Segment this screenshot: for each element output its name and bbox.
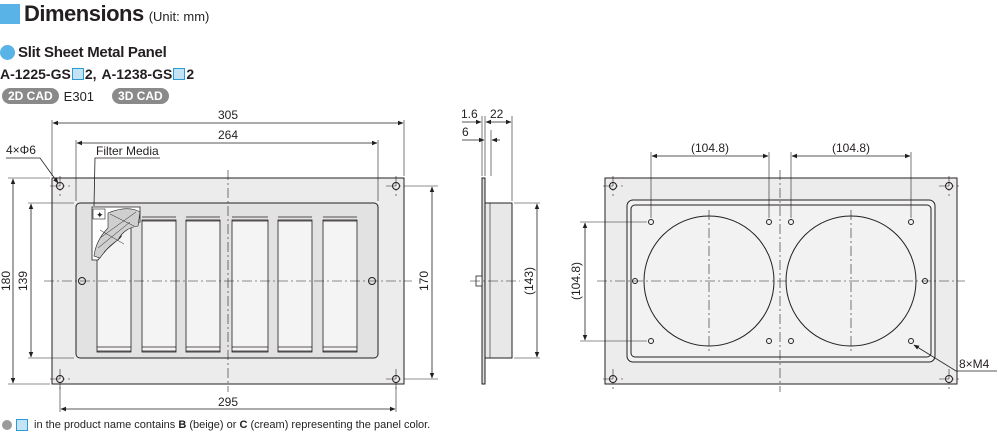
footnote-text-2: (beige) or — [186, 419, 240, 431]
side-dim-c: 6 — [462, 125, 469, 139]
filter-media-cutaway: ✦ — [91, 206, 141, 261]
model-numbers: A-1225-GS 2 , A-1238-GS 2 — [0, 66, 194, 82]
screw-callout: 8×M4 — [959, 357, 990, 371]
model-b-suffix: 2 — [186, 66, 195, 82]
side-body — [484, 202, 513, 359]
model-a-suffix: 2 — [84, 66, 93, 82]
footnote-text-1: in the product name contains — [34, 419, 179, 431]
side-view — [462, 116, 540, 385]
cad-links: 2D CAD E301 3D CAD — [2, 88, 169, 104]
slit-columns — [96, 216, 358, 353]
dim-hole-pitch-bottom: 295 — [218, 395, 238, 409]
cad-code: E301 — [63, 88, 95, 104]
color-code-b: B — [178, 419, 187, 431]
dim-inner-width: 264 — [218, 128, 238, 142]
center-lines — [44, 170, 412, 392]
cad-2d-button[interactable]: 2D CAD — [2, 88, 59, 104]
model-a-prefix: A-1225-GS — [0, 66, 71, 82]
cutout-dim-pitch-vertical: (104.8) — [569, 262, 583, 300]
dim-overall-width: 305 — [218, 108, 238, 122]
extension-lines — [8, 120, 438, 412]
front-view: ✦ — [6, 120, 438, 412]
side-dim-a: 1.6 — [461, 107, 478, 121]
model-separator: , — [92, 66, 97, 82]
side-dim-depth: (143) — [522, 267, 536, 295]
dim-height-right: 170 — [417, 271, 431, 291]
dimension-lines — [6, 120, 435, 412]
hole-callout: 4×Φ6 — [6, 143, 36, 157]
model-b-prefix: A-1238-GS — [101, 66, 173, 82]
page-title: Dimensions — [24, 1, 144, 26]
cutout-dim-pitch-left: (104.8) — [691, 141, 729, 155]
cutout-view — [580, 152, 997, 392]
product-heading: Slit Sheet Metal Panel — [0, 44, 167, 61]
footnote-text-3: (cream) representing the panel color. — [247, 419, 431, 431]
unit-label: (Unit: mm) — [148, 9, 210, 24]
cutout-dim-pitch-right: (104.8) — [832, 141, 870, 155]
section-header: Dimensions (Unit: mm) — [0, 1, 210, 26]
side-dim-b: 22 — [490, 107, 504, 121]
color-placeholder-box-icon — [173, 68, 186, 80]
svg-text:✦: ✦ — [96, 210, 104, 220]
color-placeholder-box-icon — [16, 419, 28, 431]
color-placeholder-box-icon — [71, 68, 84, 80]
dim-height-outer: 180 — [0, 271, 13, 291]
product-name: Slit Sheet Metal Panel — [18, 44, 167, 61]
color-footnote: in the product name contains B (beige) o… — [2, 419, 430, 431]
color-code-c: C — [239, 419, 248, 431]
cad-3d-button[interactable]: 3D CAD — [112, 88, 169, 104]
header-square-icon — [0, 4, 20, 24]
dim-height-inner: 139 — [16, 271, 30, 291]
bullet-icon — [0, 45, 15, 60]
gray-dot-icon — [2, 420, 12, 430]
filter-media-label: Filter Media — [96, 144, 159, 158]
